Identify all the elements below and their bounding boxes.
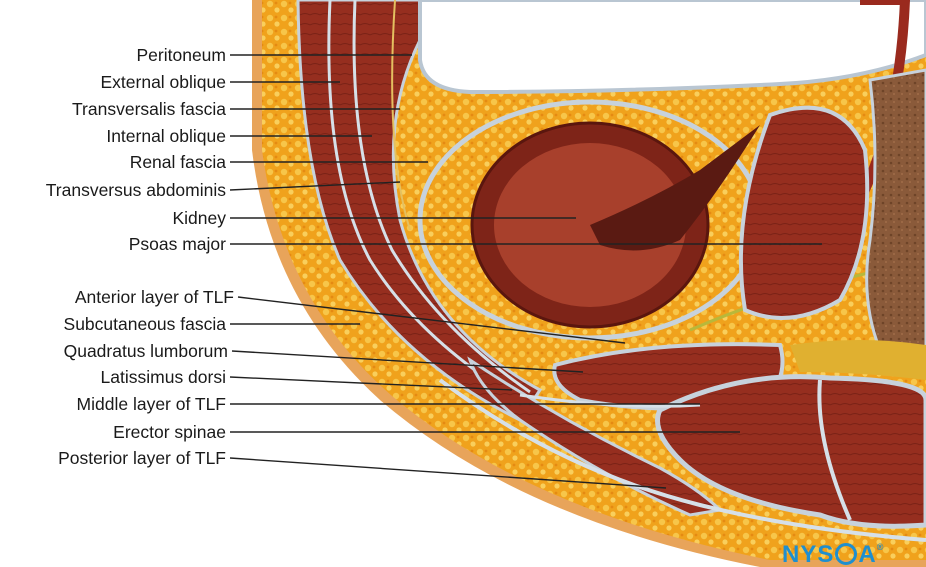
label-middle-layer-tlf: Middle layer of TLF — [77, 394, 226, 414]
label-transversalis-fascia: Transversalis fascia — [72, 99, 226, 119]
nysora-logo: NYS A® — [782, 534, 884, 567]
label-peritoneum: Peritoneum — [137, 45, 227, 65]
psoas-major — [741, 108, 867, 318]
logo-registered: ® — [877, 542, 885, 552]
label-psoas-major: Psoas major — [129, 234, 226, 254]
label-kidney: Kidney — [172, 208, 226, 228]
label-internal-oblique: Internal oblique — [106, 126, 226, 146]
label-anterior-layer-tlf: Anterior layer of TLF — [75, 287, 234, 307]
label-subcutaneous-fascia: Subcutaneous fascia — [64, 314, 226, 334]
label-transversus-abdominis: Transversus abdominis — [46, 180, 226, 200]
label-posterior-layer-tlf: Posterior layer of TLF — [58, 448, 226, 468]
logo-o-ring-icon — [835, 543, 857, 565]
label-erector-spinae: Erector spinae — [113, 422, 226, 442]
label-renal-fascia: Renal fascia — [130, 152, 226, 172]
label-latissimus-dorsi: Latissimus dorsi — [101, 367, 226, 387]
logo-text-start: NYS — [782, 541, 834, 567]
label-quadratus-lumborum: Quadratus lumborum — [64, 341, 228, 361]
logo-text-end: A — [858, 541, 876, 567]
vertebral-body — [867, 70, 926, 360]
label-external-oblique: External oblique — [101, 72, 227, 92]
